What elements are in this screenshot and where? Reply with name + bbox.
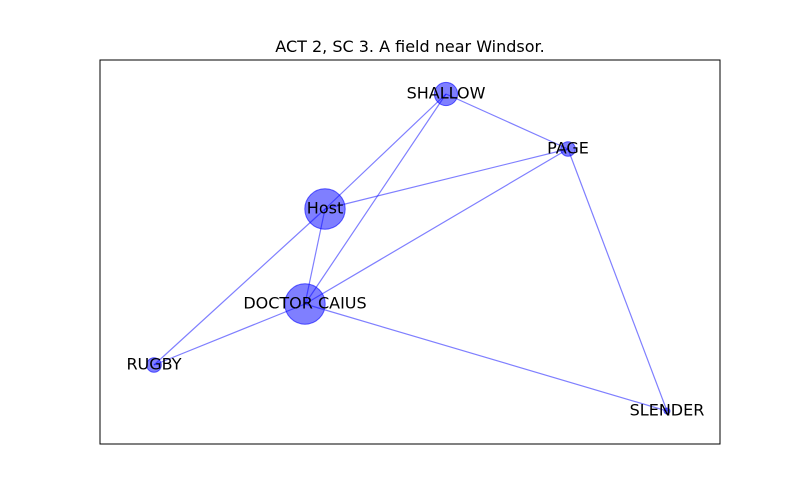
node-shallow [433, 81, 459, 107]
edge-layer [153, 93, 668, 412]
node-rugby [146, 357, 162, 373]
node-label-slender: SLENDER [630, 401, 705, 420]
figure-title: ACT 2, SC 3. A field near Windsor. [275, 37, 544, 56]
node-label-shallow: SHALLOW [407, 84, 486, 103]
node-label-host: Host [307, 199, 343, 218]
edge-page-doctor-caius [304, 148, 569, 305]
edge-doctor-caius-slender [304, 303, 668, 412]
edge-shallow-page [445, 93, 569, 150]
plot-frame [99, 59, 721, 445]
node-layer [146, 81, 671, 415]
node-page [560, 141, 576, 157]
node-label-doctor-caius: DOCTOR CAIUS [243, 294, 366, 313]
edge-shallow-doctor-caius [304, 93, 447, 305]
node-host [304, 188, 346, 230]
edge-shallow-host [324, 93, 447, 210]
edge-host-rugby [153, 208, 326, 366]
edge-page-host [324, 148, 569, 210]
node-slender [663, 407, 671, 415]
node-doctor-caius [284, 283, 326, 325]
edge-page-slender [567, 148, 668, 412]
node-label-page: PAGE [547, 139, 589, 158]
edge-doctor-caius-rugby [153, 303, 306, 366]
node-label-rugby: RUGBY [126, 355, 181, 374]
